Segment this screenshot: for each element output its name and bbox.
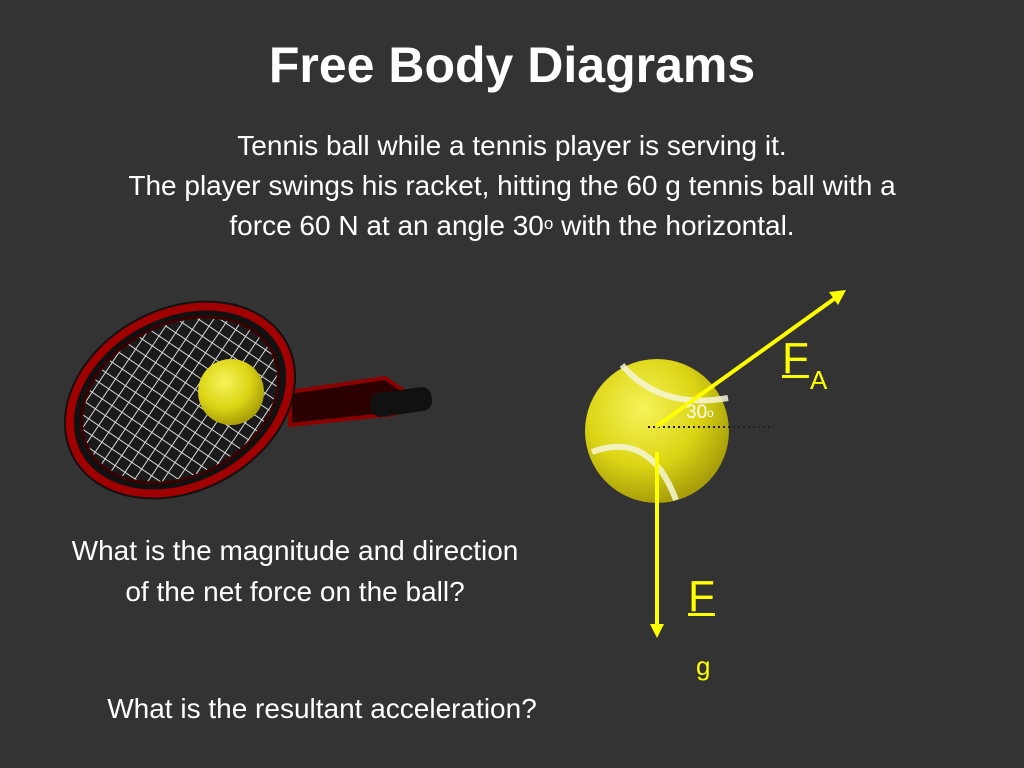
net-force-question: What is the magnitude and direction of t…	[71, 535, 519, 607]
intro-line-1: Tennis ball while a tennis player is ser…	[237, 130, 787, 161]
intro-line-3-start: force 60 N at an angle 30	[229, 210, 544, 241]
applied-force-subscript: A	[810, 365, 828, 395]
degree-superscript: o	[543, 214, 554, 233]
gravity-force-symbol: F	[688, 572, 715, 621]
racket-ball-image	[198, 359, 264, 425]
intro-line-3: force 60 N at an angle 30o with the hori…	[20, 206, 1004, 246]
tennis-racket-image	[63, 300, 433, 500]
slide-title: Free Body Diagrams	[268, 37, 756, 93]
intro-line-2: The player swings his racket, hitting th…	[128, 170, 896, 201]
problem-statement: Tennis ball while a tennis player is ser…	[20, 126, 1004, 246]
intro-line-3-end: with the horizontal.	[553, 210, 795, 241]
gravity-force-arrow	[650, 452, 664, 638]
gravity-force-subscript: g	[696, 651, 711, 681]
angle-value: 30	[686, 402, 708, 423]
acceleration-question: What is the resultant acceleration?	[107, 693, 537, 724]
applied-force-symbol: F	[782, 334, 809, 383]
tennis-ball-image	[585, 359, 729, 503]
angle-degree-superscript: o	[707, 406, 714, 420]
angle-label: 30o	[686, 402, 714, 424]
applied-force-arrow	[655, 290, 846, 428]
